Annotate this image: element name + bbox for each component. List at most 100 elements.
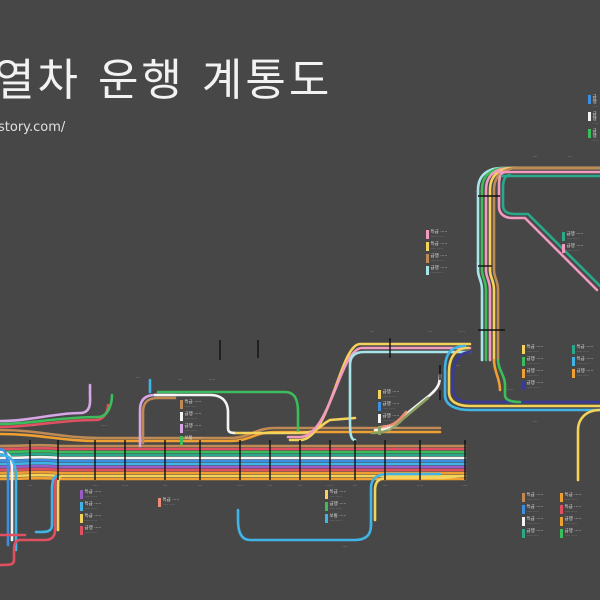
se-loop-skyblue (369, 472, 442, 527)
route-legend: 특급 ·········· ·····특급 ·········· ·····급행… (560, 493, 581, 541)
legend-label: 급행 ····· (526, 529, 544, 534)
east-descent-yellow (576, 408, 600, 482)
legend-sublabel: ····· ····· (526, 498, 539, 502)
station-label: ···· (135, 376, 141, 380)
legend-item: 급행 ·········· ····· (522, 381, 543, 391)
legend-text: 급행 ·········· ····· (527, 529, 544, 539)
legend-item: 급행 ·········· ····· (378, 426, 399, 436)
legend-swatch (560, 517, 563, 526)
legend-text: 급행 ·········· ····· (185, 412, 202, 422)
legend-sublabel: ····· ····· (84, 519, 97, 523)
legend-item: 특급 ·········· ····· (522, 517, 543, 527)
station-label: ···· (31, 424, 37, 428)
route-legend: 특급 ·········· ·····특급 ·········· ·····급행… (426, 230, 447, 278)
legend-swatch (588, 95, 591, 104)
legend-text: 특급 ·········· ····· (431, 242, 448, 252)
legend-text: 급행 ·········· ····· (431, 254, 448, 264)
station-label: ····· (459, 330, 465, 334)
legend-item: 특급 ·········· ····· (80, 502, 101, 512)
legend-label: 특급 ····· (576, 345, 594, 350)
legend-swatch (522, 357, 525, 366)
legend-label: 특급 ····· (84, 514, 102, 519)
route-legend: 특급 ·········· ·····특급 ·········· ·····특급… (522, 493, 543, 541)
legend-sublabel: ····· ····· (526, 534, 539, 538)
legend-label: 급행 ····· (566, 232, 584, 237)
legend-text: 급행 ·········· ····· (383, 414, 400, 424)
bottom-loop-skyblue-2 (236, 508, 373, 542)
route-legend: 급행 ·········· ····· 급행 ·········· ····· 급행… (378, 390, 399, 438)
station-label: ····· (417, 484, 423, 488)
legend-text: 급행 ·········· ····· (527, 357, 544, 367)
legend-item: 급행 ·········· ····· (426, 266, 447, 276)
trunk-line-8 (0, 467, 467, 472)
legend-sublabel: ····· ····· (84, 507, 97, 511)
legend-item: 급행 ·········· ····· (378, 402, 399, 412)
legend-swatch (80, 490, 83, 499)
station-label: ···· (462, 484, 468, 488)
mid-loop-navy (451, 350, 600, 404)
legend-item: 특급 ·········· ····· (325, 490, 346, 500)
legend-text: 특급 ·········· ····· (527, 493, 544, 503)
station-label: ···· (455, 364, 461, 368)
legend-label: 급행 ····· (184, 424, 202, 429)
legend-sublabel: ····· ····· (430, 259, 443, 263)
trunk-line-5 (0, 458, 467, 463)
route-legend: 특급 ·········· ·····급행 ·········· ·····보통… (325, 490, 346, 526)
legend-sublabel: ····· ····· (564, 510, 577, 514)
legend-sublabel: ····· ····· (329, 519, 342, 523)
route-legend: 급행 ·········· ····· 급행 ·········· ····· (562, 232, 583, 256)
station-label: ···· (297, 484, 303, 488)
legend-text: 급행 ·········· ····· (330, 502, 347, 512)
legend-sublabel: ····· ····· (576, 362, 589, 366)
legend-label: 특급 ····· (526, 493, 544, 498)
legend-item: 급행 ·········· ····· (180, 424, 201, 434)
legend-item: 보통 ·········· ····· (180, 436, 201, 446)
route-legend: 급행·· ··급행·· ··급행·· ·· (588, 95, 600, 146)
legend-label: 급행 ····· (184, 412, 202, 417)
legend-text: 특급 ·········· ····· (85, 502, 102, 512)
legend-swatch (80, 502, 83, 511)
legend-sublabel: ····· ····· (84, 495, 97, 499)
legend-item: 급행 ·········· ····· (560, 517, 581, 527)
route-legend: 특급 ·········· ····· (158, 498, 179, 510)
station-label: ···· (267, 484, 273, 488)
legend-text: 급행 ·········· ····· (383, 402, 400, 412)
legend-text: 특급 ·········· ····· (527, 505, 544, 515)
legend-label: 특급 ····· (84, 502, 102, 507)
legend-swatch (572, 369, 575, 378)
left-line-blue (0, 447, 10, 547)
bottom-loop-red (0, 474, 62, 567)
legend-text: 보통 ·········· ····· (330, 514, 347, 524)
station-label: ···· (369, 330, 375, 334)
legend-sublabel: ····· ····· (566, 237, 579, 241)
legend-sublabel: ····· ····· (430, 271, 443, 275)
station-label: ···· (382, 484, 388, 488)
mid-loop-lightcyan (348, 350, 472, 442)
source-url: story.com/ (0, 120, 66, 135)
upper-line-brown (0, 426, 302, 440)
legend-label: 특급 ····· (84, 490, 102, 495)
legend-label: 특급 ····· (526, 517, 544, 522)
legend-label: 급행 ····· (329, 502, 347, 507)
legend-swatch (522, 369, 525, 378)
legend-swatch (378, 390, 381, 399)
legend-item: 급행·· ·· (588, 95, 600, 110)
legend-label: 특급 ····· (329, 490, 347, 495)
legend-swatch (562, 244, 565, 253)
legend-swatch (378, 402, 381, 411)
legend-text: 급행 ·········· ····· (527, 369, 544, 379)
trunk-line-2 (0, 449, 467, 454)
bottom-loop-yellow (56, 474, 64, 532)
route-legend: 특급 ·········· ·····특급 ·········· ·····특급… (80, 490, 101, 538)
legend-label: 급행 ····· (382, 390, 400, 395)
legend-item: 급행 ·········· ····· (562, 244, 583, 254)
station-label: ···· (27, 484, 33, 488)
legend-swatch (325, 502, 328, 511)
legend-text: 특급 ·········· ····· (85, 490, 102, 500)
legend-text: 급행 ·········· ····· (527, 381, 544, 391)
legend-swatch (180, 436, 183, 445)
legend-label: 특급 ····· (162, 498, 180, 503)
legend-sublabel: ····· ····· (526, 522, 539, 526)
route-legend: 특급 ·········· ·····급행 ·········· ·····급행… (180, 400, 201, 448)
